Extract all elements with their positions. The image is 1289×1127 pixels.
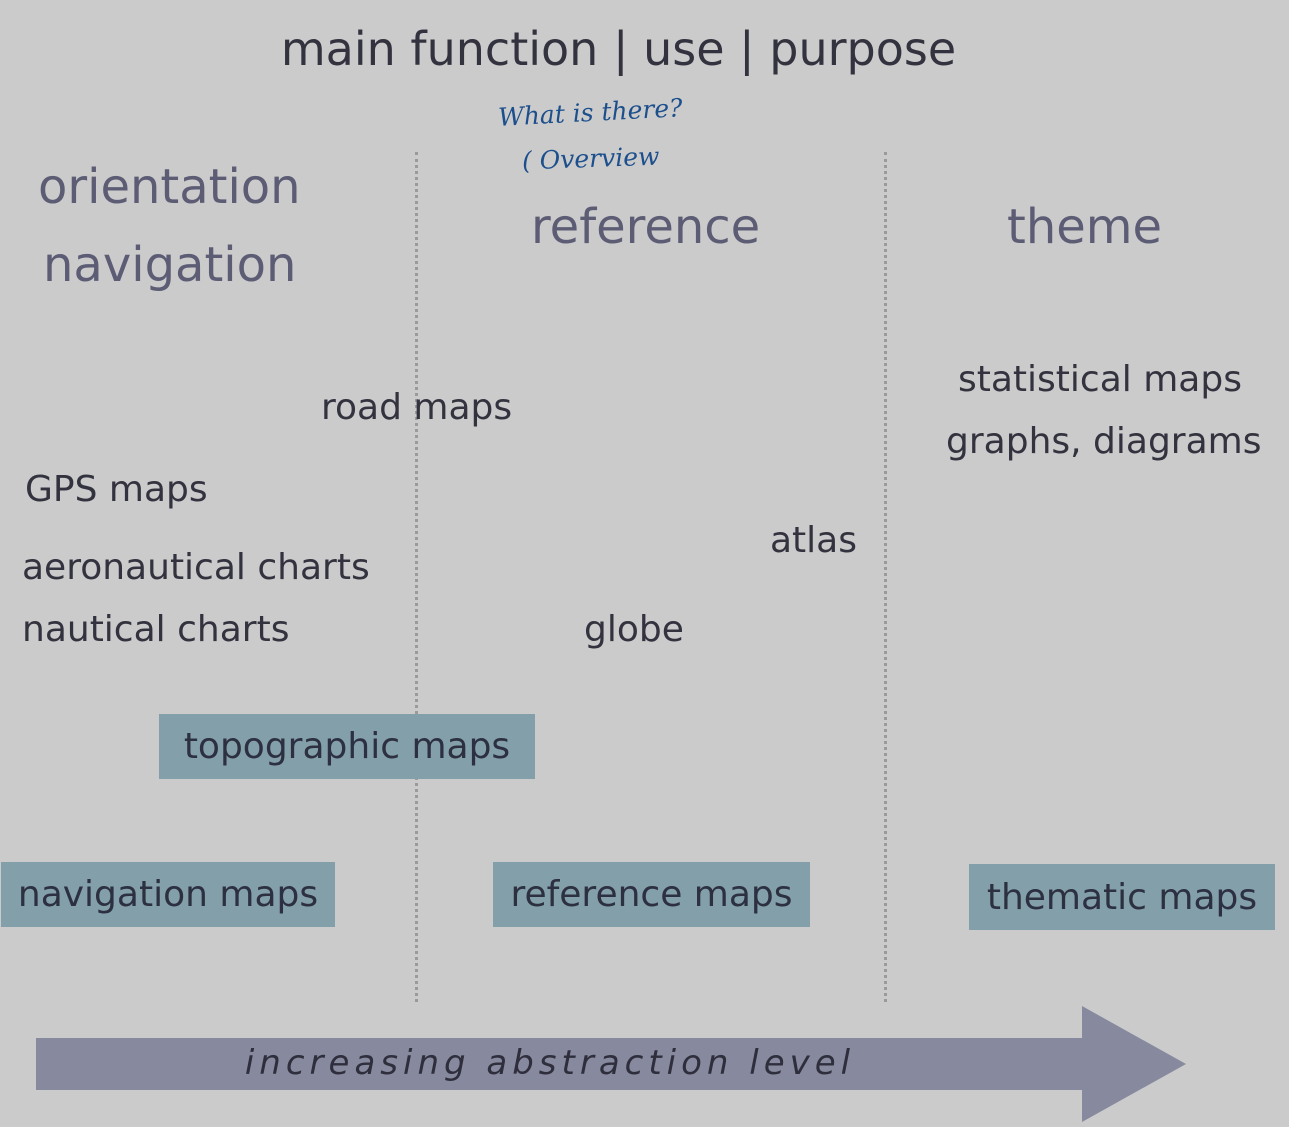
item-graphs-diagrams: graphs, diagrams [946, 421, 1262, 462]
category-theme: theme [1007, 199, 1163, 255]
item-statistical-maps: statistical maps [958, 359, 1242, 400]
box-navigation-maps: navigation maps [1, 862, 335, 927]
box-reference-maps: reference maps [493, 862, 810, 927]
category-reference: reference [531, 199, 761, 255]
arrow-label: increasing abstraction level [244, 1043, 856, 1083]
column-divider-left [415, 152, 418, 1002]
category-orientation: orientation [38, 159, 301, 215]
category-navigation: navigation [43, 237, 297, 293]
item-aeronautical-charts: aeronautical charts [22, 547, 370, 588]
diagram-title: main function | use | purpose [280, 22, 957, 76]
handwritten-note-question: What is there? [497, 93, 684, 132]
item-atlas: atlas [770, 520, 857, 561]
column-divider-right [884, 152, 887, 1002]
handwritten-note-overview: ( Overview [521, 141, 660, 176]
box-thematic-maps: thematic maps [969, 864, 1275, 930]
item-gps-maps: GPS maps [25, 469, 208, 510]
item-road-maps: road maps [321, 387, 513, 428]
box-topographic-maps: topographic maps [159, 714, 535, 779]
arrow-shape [36, 1006, 1186, 1122]
item-globe: globe [584, 609, 684, 650]
abstraction-arrow [36, 1006, 1186, 1122]
item-nautical-charts: nautical charts [22, 609, 290, 650]
